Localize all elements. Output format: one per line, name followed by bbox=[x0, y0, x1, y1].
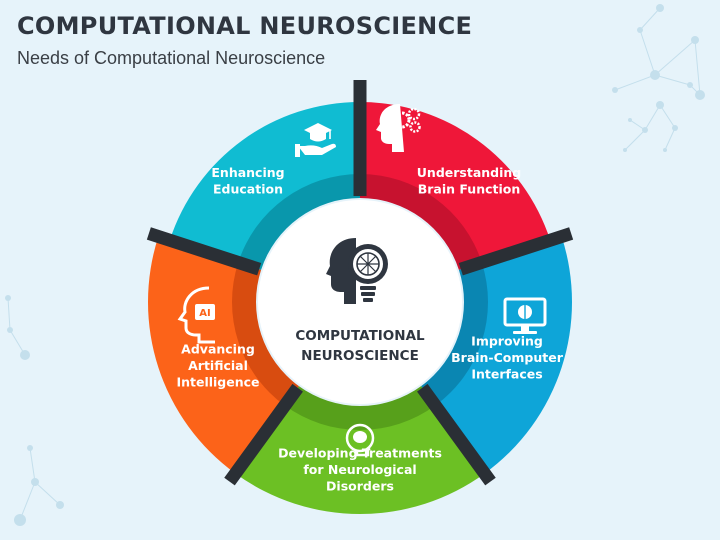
segment-inner-band-developing-treatments bbox=[284, 386, 436, 431]
segment-label-developing-treatments-line1: Developing Treatments bbox=[278, 446, 442, 461]
segment-separator bbox=[146, 227, 262, 276]
head-lightbulb-brain-icon bbox=[326, 238, 388, 304]
segment-label-enhancing-education-line2: Education bbox=[213, 181, 283, 196]
segment-label-understanding-brain-function-line1: Understanding bbox=[417, 165, 521, 180]
page-title: COMPUTATIONAL NEUROSCIENCE bbox=[17, 12, 473, 40]
graduation-cap-hand-icon bbox=[295, 123, 336, 157]
segment-inner-band-advancing-ai bbox=[232, 262, 299, 406]
page-subtitle: Needs of Computational Neuroscience bbox=[17, 48, 326, 68]
segment-label-improving-bci-line3: Interfaces bbox=[471, 367, 542, 382]
ai-head-icon: AI bbox=[177, 286, 215, 344]
segment-label-understanding-brain-function-line2: Brain Function bbox=[418, 181, 521, 196]
segment-label-developing-treatments-line2: for Neurological bbox=[303, 462, 416, 477]
segment-understanding-brain-function bbox=[360, 102, 551, 270]
center-circle bbox=[258, 200, 462, 404]
svg-text:AI: AI bbox=[199, 308, 210, 319]
segment-separator bbox=[224, 383, 303, 486]
icons-layer: AI bbox=[177, 104, 547, 457]
segment-label-enhancing-education-line1: Enhancing bbox=[211, 165, 284, 180]
separators-layer bbox=[146, 80, 574, 486]
segment-inner-band-enhancing-education bbox=[238, 174, 360, 270]
segments-layer bbox=[148, 102, 572, 515]
segment-inner-band-improving-bci bbox=[421, 262, 488, 406]
center-label-line1: COMPUTATIONAL bbox=[295, 328, 425, 344]
segment-label-advancing-ai-line2: Artificial bbox=[188, 358, 248, 373]
segment-label-developing-treatments-line3: Disorders bbox=[326, 479, 394, 494]
segment-inner-band-understanding-brain-function bbox=[360, 174, 482, 270]
head-gears-icon bbox=[376, 104, 421, 152]
center-label-line2: NEUROSCIENCE bbox=[301, 348, 419, 364]
segment-enhancing-education bbox=[169, 102, 360, 270]
segment-improving-bci bbox=[422, 236, 572, 474]
segment-label-advancing-ai-line3: Intelligence bbox=[176, 375, 259, 390]
segment-advancing-ai bbox=[148, 236, 298, 474]
segment-label-improving-bci-line1: Improving bbox=[471, 334, 543, 349]
monitor-brain-icon bbox=[503, 297, 547, 334]
segment-label-advancing-ai-line1: Advancing bbox=[181, 342, 255, 357]
segment-separator bbox=[417, 383, 496, 486]
segment-separator bbox=[458, 227, 574, 276]
brain-head-icon bbox=[345, 423, 375, 457]
segment-label-improving-bci-line2: Brain-Computer bbox=[451, 350, 564, 365]
